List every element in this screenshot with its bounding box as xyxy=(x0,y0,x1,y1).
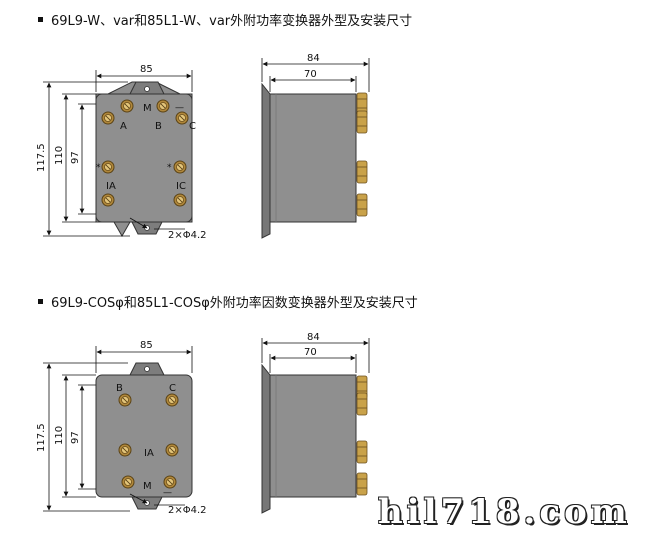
dim-height-inner: 97 xyxy=(70,151,81,164)
section2-title: 69L9-COSφ和85L1-COSφ外附功率因数变换器外型及安装尺寸 xyxy=(38,292,418,311)
terminal-icon xyxy=(156,99,170,113)
bullet-icon xyxy=(38,299,43,304)
dimensions-side-1 xyxy=(261,58,370,92)
dim-side-inner: 70 xyxy=(304,69,317,80)
dim-height-total: 117.5 xyxy=(36,423,47,452)
label-m: M xyxy=(143,481,152,492)
label-c: C xyxy=(169,383,176,394)
terminal-icon xyxy=(118,443,132,457)
dim-width: 85 xyxy=(140,64,153,75)
terminal-icon xyxy=(101,193,115,207)
label-ia: IA xyxy=(106,181,116,192)
dim-height-total: 117.5 xyxy=(36,143,47,172)
side-view-1 xyxy=(261,82,368,239)
terminal-icon xyxy=(163,475,177,489)
dim-width: 85 xyxy=(140,340,153,351)
label-a: A xyxy=(120,121,127,132)
terminal-icon xyxy=(173,193,187,207)
terminal-c-icon xyxy=(175,111,189,125)
dim-height-inner: 97 xyxy=(70,431,81,444)
front-view-2: B C IA M — xyxy=(95,362,193,510)
label-minus: — xyxy=(163,488,172,498)
label-ia: IA xyxy=(144,448,154,459)
terminal-icon xyxy=(165,443,179,457)
terminal-m-icon xyxy=(121,475,135,489)
front-view-1: A M B — C * * IA IC xyxy=(95,81,196,238)
label-m: M xyxy=(143,103,152,114)
dim-side-inner: 70 xyxy=(304,347,317,358)
dimensions-front-2 xyxy=(43,346,193,512)
terminal-icon xyxy=(101,160,115,174)
section1-title: 69L9-W、var和85L1-W、var外附功率变换器外型及安装尺寸 xyxy=(38,10,412,29)
terminal-bolt-icon xyxy=(356,472,368,496)
dim-height-mid: 110 xyxy=(54,146,65,165)
label-minus: — xyxy=(175,103,184,113)
terminal-icon xyxy=(120,99,134,113)
terminal-c-icon xyxy=(165,393,179,407)
hole-label: 2×Φ4.2 xyxy=(168,505,207,516)
label-star-right: * xyxy=(167,163,172,173)
dim-side-total: 84 xyxy=(307,332,320,343)
hole-label: 2×Φ4.2 xyxy=(168,230,207,241)
dim-side-total: 84 xyxy=(307,53,320,64)
side-view-2 xyxy=(261,363,368,514)
terminal-bolt-icon xyxy=(356,110,368,134)
terminal-bolt-icon xyxy=(356,160,368,184)
bullet-icon xyxy=(38,17,43,22)
terminal-a-icon xyxy=(101,111,115,125)
dimensions-front-1 xyxy=(43,70,193,237)
terminal-b-icon xyxy=(118,393,132,407)
label-ic: IC xyxy=(176,181,186,192)
label-c: C xyxy=(189,121,196,132)
terminal-bolt-icon xyxy=(356,193,368,217)
terminal-icon xyxy=(173,160,187,174)
label-b: B xyxy=(116,383,123,394)
terminal-bolt-icon xyxy=(356,392,368,416)
dimensions-side-2 xyxy=(261,338,370,373)
terminal-bolt-icon xyxy=(356,440,368,464)
label-star-left: * xyxy=(96,163,101,173)
label-b: B xyxy=(155,121,162,132)
watermark: hil718.com xyxy=(378,492,631,532)
dim-height-mid: 110 xyxy=(54,426,65,445)
